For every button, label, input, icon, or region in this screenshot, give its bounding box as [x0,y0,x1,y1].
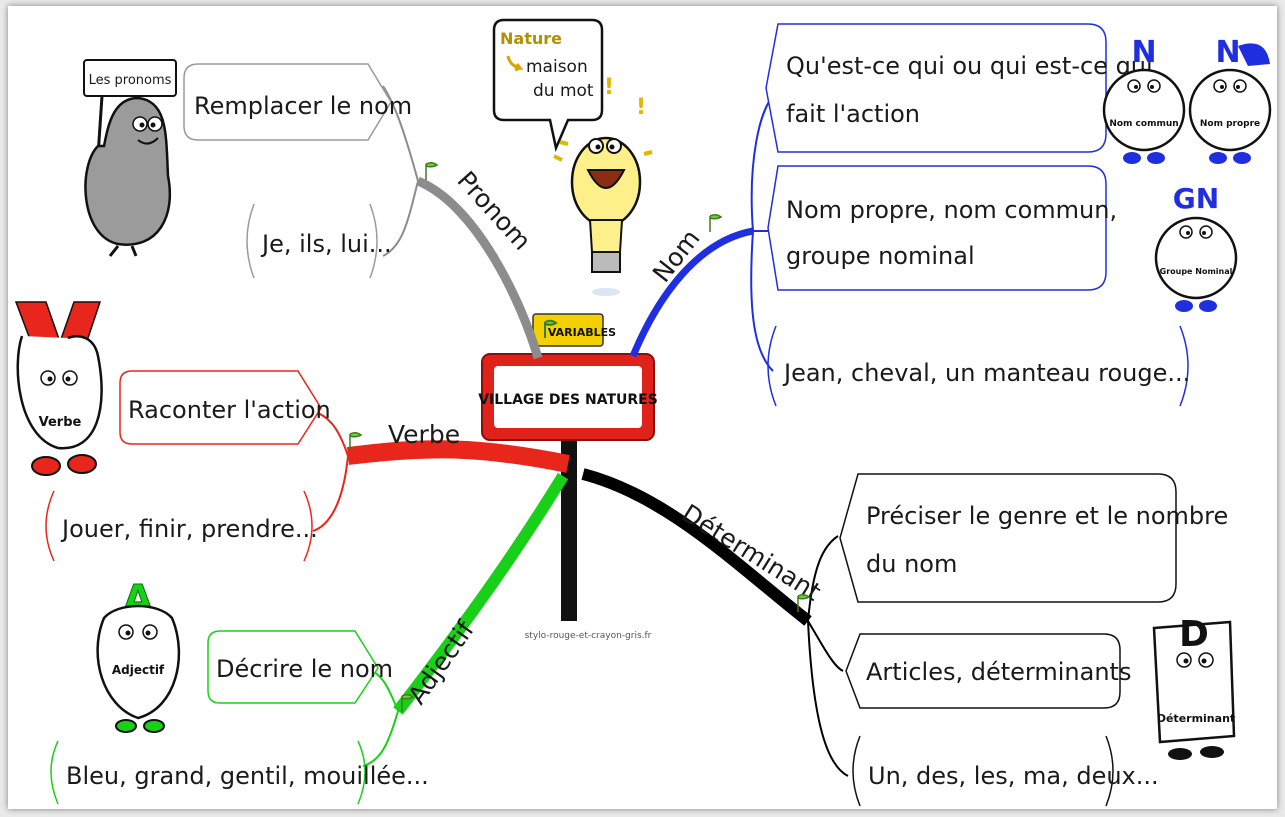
adjectif-character-label: Adjectif [112,663,165,677]
nom-commun-label: Nom commun [1109,119,1178,129]
verbe-box-2-text: Jouer, finir, prendre... [60,515,318,543]
determinant-box-2: Articles, déterminants [845,633,1131,709]
groupe-nominal-character: GN Groupe Nominal [1154,182,1238,312]
nom-box-2: Nom propre, nom commun, groupe nominal [767,165,1117,291]
bubble-word-du-mot: du mot [533,81,594,101]
pronom-box-2-text: Je, ils, lui... [260,230,392,258]
central-sign: VARIABLES VILLAGE DES NATURES [478,313,658,621]
determinant-character: D Déterminant [1152,614,1236,760]
adjectif-box-2-text: Bleu, grand, gentil, mouillée... [66,762,429,790]
nom-propre-character: N Nom propre [1188,35,1272,164]
nom-box-2-line1: Nom propre, nom commun, [786,196,1117,224]
mindmap-canvas: VARIABLES VILLAGE DES NATURES Pronom Nom… [8,6,1277,809]
nom-propre-letter: N [1215,35,1240,70]
center-title: VILLAGE DES NATURES [478,392,658,408]
tag-variables: VARIABLES [548,326,616,339]
determinant-box-1-line1: Préciser le genre et le nombre [866,502,1228,530]
pronom-box-2: Je, ils, lui... [246,203,392,279]
adjectif-character: A Adjectif [96,577,181,733]
nature-speech-bubble: Nature maison du mot [492,18,604,153]
bubble-word-maison: maison [526,57,588,77]
flag-icons [349,161,811,712]
pronom-box-1-text: Remplacer le nom [194,92,412,120]
nom-commun-character: N Nom commun [1102,35,1186,164]
pronoun-character: Les pronoms [83,59,177,257]
branch-label-adjectif: Adjectif [402,615,480,710]
determinant-box-1: Préciser le genre et le nombre du nom [839,473,1228,603]
groupe-nominal-label: Groupe Nominal [1160,267,1233,276]
verbe-box-2: Jouer, finir, prendre... [45,490,318,562]
verbe-character-label: Verbe [39,415,82,430]
svg-text:!: ! [604,75,614,100]
determinant-character-label: Déterminant [1157,712,1235,725]
determinant-box-1-line2: du nom [866,550,957,578]
adjectif-box-1: Décrire le nom [207,630,393,704]
credit-text: stylo-rouge-et-crayon-gris.fr [525,631,652,641]
verbe-box-1-text: Raconter l'action [128,396,331,424]
determinant-box-3: Un, des, les, ma, deux... [852,735,1159,807]
lightbulb-icon: ! ! [553,75,653,296]
svg-text:!: ! [636,95,646,120]
adjectif-box-1-text: Décrire le nom [216,655,393,683]
verbe-box-1: Raconter l'action [119,370,331,445]
groupe-nominal-letter: GN [1173,182,1219,215]
determinant-letter: D [1179,614,1209,655]
nom-box-3: Jean, cheval, un manteau rouge... [767,325,1190,407]
branch-label-verbe: Verbe [388,420,460,449]
nom-propre-label: Nom propre [1200,119,1260,129]
nom-commun-letter: N [1131,35,1156,70]
determinant-box-3-text: Un, des, les, ma, deux... [868,762,1159,790]
nom-box-1-line1: Qu'est-ce qui ou qui est-ce qui [786,52,1153,80]
verbe-character: Verbe [14,301,103,476]
nom-box-2-line2: groupe nominal [786,242,975,270]
pronom-box-1: Remplacer le nom [183,63,412,141]
nom-box-1-line2: fait l'action [786,100,920,128]
pronoun-sign-text: Les pronoms [89,73,172,88]
adjectif-box-2: Bleu, grand, gentil, mouillée... [50,740,429,805]
nom-box-1: Qu'est-ce qui ou qui est-ce qui fait l'a… [765,23,1153,153]
branch-label-determinant: Déterminant [677,498,826,606]
determinant-box-2-text: Articles, déterminants [866,658,1131,686]
nom-box-3-text: Jean, cheval, un manteau rouge... [782,359,1190,387]
mindmap-svg: VARIABLES VILLAGE DES NATURES Pronom Nom… [14,18,1272,807]
bubble-word-nature: Nature [500,29,562,48]
